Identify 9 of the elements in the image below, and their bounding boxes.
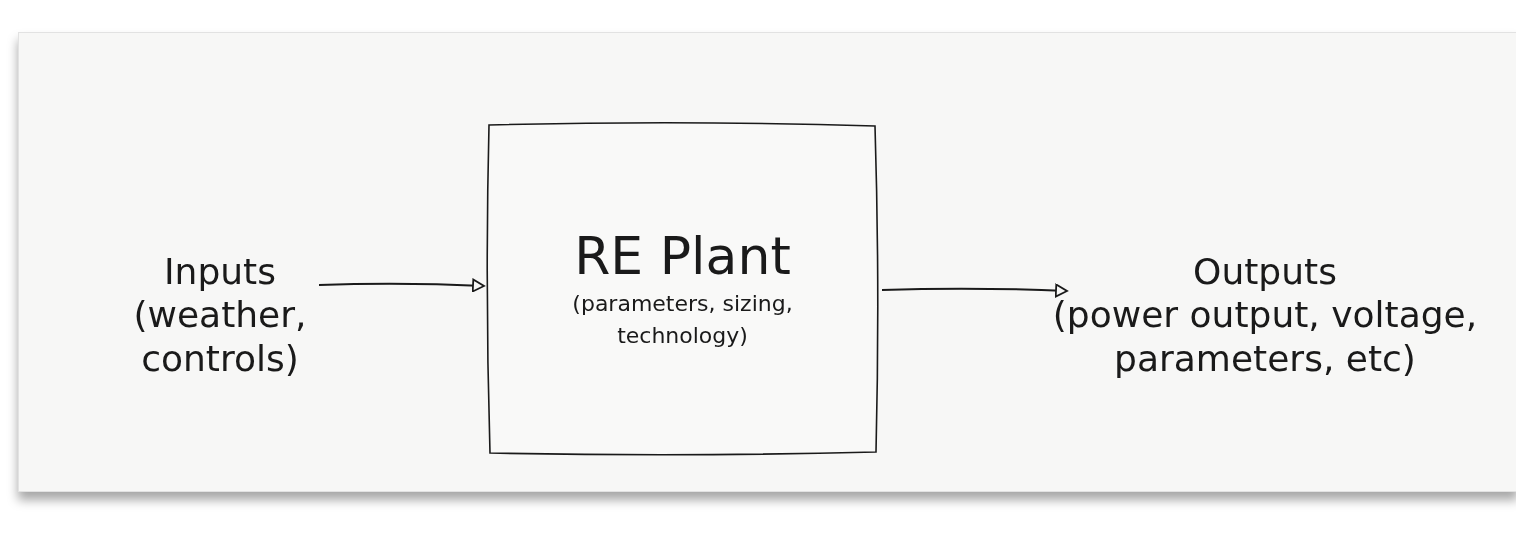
flow-label: Inputs [164,250,276,294]
box-title: RE Plant [574,225,791,288]
arrow [318,278,485,293]
description-text: (parameters, sizing, technology) [571,289,794,350]
description-text: (power output, voltage, parameters, etc) [1051,293,1479,380]
flow-label: Outputs [1193,250,1337,294]
arrow [881,283,1068,298]
process-box [487,122,878,455]
description-text: (weather, controls) [132,293,308,380]
